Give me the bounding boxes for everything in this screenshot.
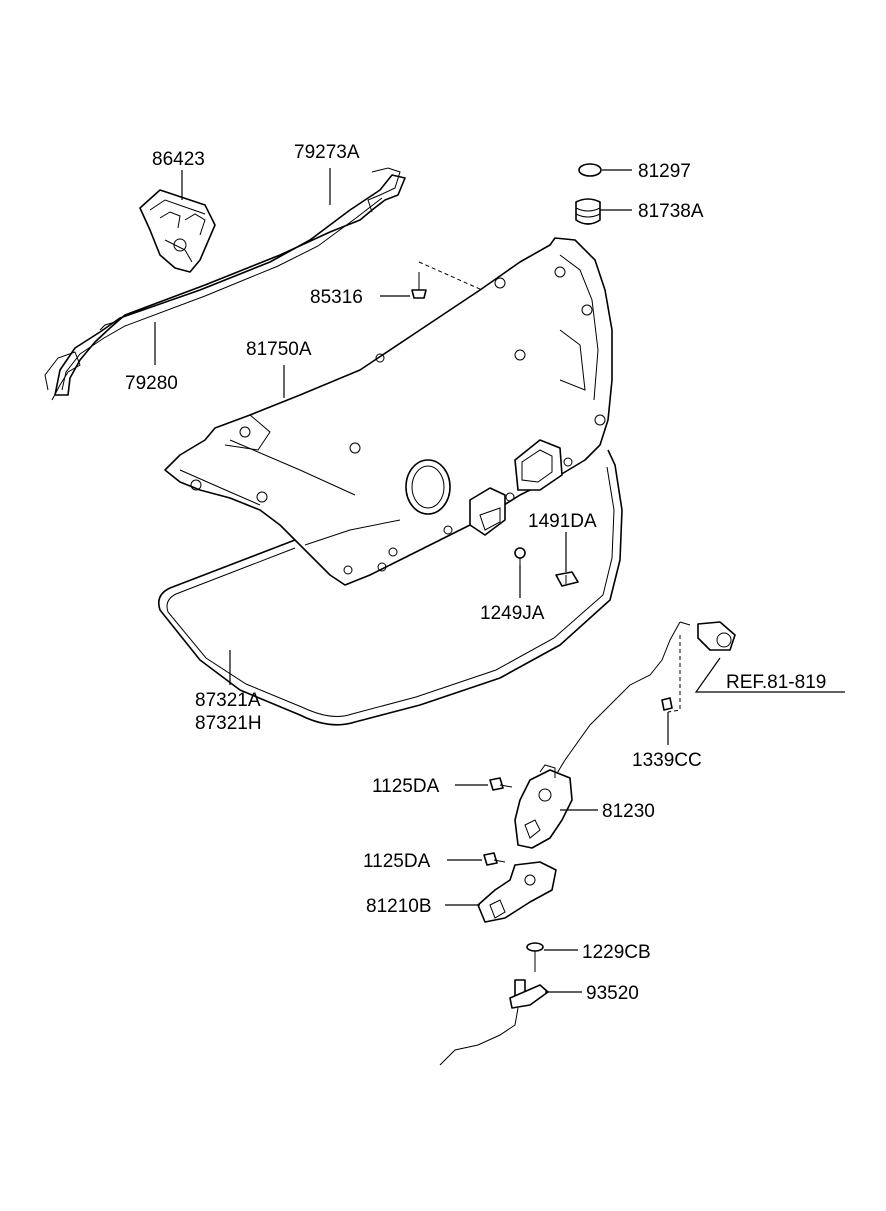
part-81230-latch[interactable] [514, 764, 573, 849]
label-81738A: 81738A [638, 201, 704, 222]
part-81750A-trim-panel[interactable] [164, 237, 613, 586]
part-1125DA-bolt-a[interactable] [489, 777, 513, 791]
label-81230: 81230 [602, 801, 655, 822]
part-79280-rod[interactable] [44, 167, 406, 401]
part-81210B-striker[interactable] [477, 861, 557, 923]
label-93520: 93520 [586, 983, 639, 1004]
part-85316-clip[interactable] [411, 272, 427, 299]
label-79273A: 79273A [294, 142, 360, 163]
label-1229CB: 1229CB [582, 942, 651, 963]
part-1339CC-nut[interactable] [661, 697, 673, 711]
label-1249JA: 1249JA [480, 603, 545, 624]
part-86423-clip[interactable] [139, 189, 216, 273]
part-lock-cylinder[interactable] [679, 621, 736, 651]
part-1125DA-bolt-b[interactable] [483, 852, 506, 866]
part-81738A-bumper[interactable] [575, 198, 601, 225]
part-1491DA-bolt[interactable] [555, 571, 579, 587]
part-81297-cap[interactable] [578, 163, 602, 177]
label-1125DA-a: 1125DA [372, 776, 440, 797]
label-87321H: 87321H [195, 713, 262, 734]
label-85316: 85316 [310, 287, 363, 308]
label-81210B: 81210B [366, 896, 432, 917]
label-1125DA-b: 1125DA [363, 851, 431, 872]
label-ref-81-819[interactable]: REF.81-819 [726, 672, 826, 693]
label-1339CC: 1339CC [632, 750, 702, 771]
part-87321A-weatherstrip[interactable] [157, 449, 623, 726]
part-1229CB-screw[interactable] [526, 942, 544, 972]
label-79280: 79280 [125, 373, 178, 394]
part-93520-switch[interactable] [439, 979, 549, 1066]
label-81297: 81297 [638, 161, 691, 182]
label-1491DA: 1491DA [528, 511, 597, 532]
label-87321A: 87321A [195, 690, 261, 711]
label-81750A: 81750A [246, 339, 312, 360]
label-86423: 86423 [152, 149, 205, 170]
